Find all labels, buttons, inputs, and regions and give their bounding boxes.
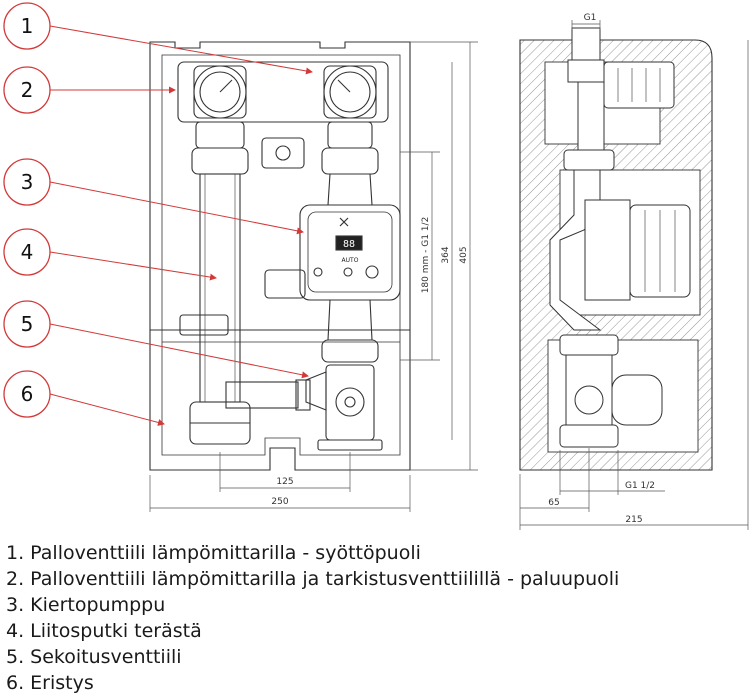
legend-text: 2. Palloventtiili lämpömittarilla ja tar… xyxy=(6,568,620,590)
dim-pump-height: 180 mm - G1 1/2 xyxy=(421,217,431,294)
legend-item-6: 6. Eristys xyxy=(6,670,746,696)
supply-thermometer xyxy=(193,65,247,119)
dim-364: 364 xyxy=(441,246,451,263)
legend-text: 1. Palloventtiili lämpömittarilla - syöt… xyxy=(6,542,421,564)
dim-125: 125 xyxy=(276,477,293,487)
callout-4: 4 xyxy=(3,228,51,276)
dim-g1-1-2: G1 1/2 xyxy=(625,481,655,491)
callout-number: 6 xyxy=(21,382,34,406)
legend-text: 3. Kiertopumppu xyxy=(6,594,166,616)
callout-lines xyxy=(49,25,313,426)
legend-item-3: 3. Kiertopumppu xyxy=(6,592,746,618)
dim-65: 65 xyxy=(548,498,559,508)
callout-3: 3 xyxy=(3,158,51,206)
legend-text: 6. Eristys xyxy=(6,672,94,694)
callout-5: 5 xyxy=(3,300,51,348)
pump-display-digits: 88 xyxy=(343,239,355,250)
callout-6: 6 xyxy=(3,370,51,418)
callout-number: 1 xyxy=(21,14,34,38)
mixing-valve xyxy=(225,364,383,451)
steel-connection-pipe xyxy=(189,121,251,445)
callout-1: 1 xyxy=(3,2,51,50)
insulation-outline-front xyxy=(149,41,411,471)
callout-number: 2 xyxy=(21,78,34,102)
callout-2: 2 xyxy=(3,66,51,114)
side-view xyxy=(519,20,749,530)
legend-item-2: 2. Palloventtiili lämpömittarilla ja tar… xyxy=(6,566,746,592)
legend-item-5: 5. Sekoitusventtiili xyxy=(6,644,746,670)
dim-g1: G1 xyxy=(584,13,597,23)
return-thermometer xyxy=(323,65,377,119)
pump-display-mode: AUTO xyxy=(342,257,359,264)
circulation-pump xyxy=(299,204,401,301)
legend-text: 4. Liitosputki terästä xyxy=(6,620,202,642)
pump-group-drawing: 125 250 180 mm - G1 1/2 364 405 88 AUTO xyxy=(3,2,749,530)
dim-250: 250 xyxy=(271,497,288,507)
callout-number: 5 xyxy=(21,312,34,336)
parts-legend: 1. Palloventtiili lämpömittarilla - syöt… xyxy=(6,540,746,696)
legend-item-1: 1. Palloventtiili lämpömittarilla - syöt… xyxy=(6,540,746,566)
legend-item-4: 4. Liitosputki terästä xyxy=(6,618,746,644)
front-view xyxy=(149,41,478,512)
dim-405: 405 xyxy=(459,246,469,263)
legend-text: 5. Sekoitusventtiili xyxy=(6,646,182,668)
callout-number: 4 xyxy=(21,240,34,264)
callout-number: 3 xyxy=(21,170,34,194)
dim-215: 215 xyxy=(625,515,642,525)
